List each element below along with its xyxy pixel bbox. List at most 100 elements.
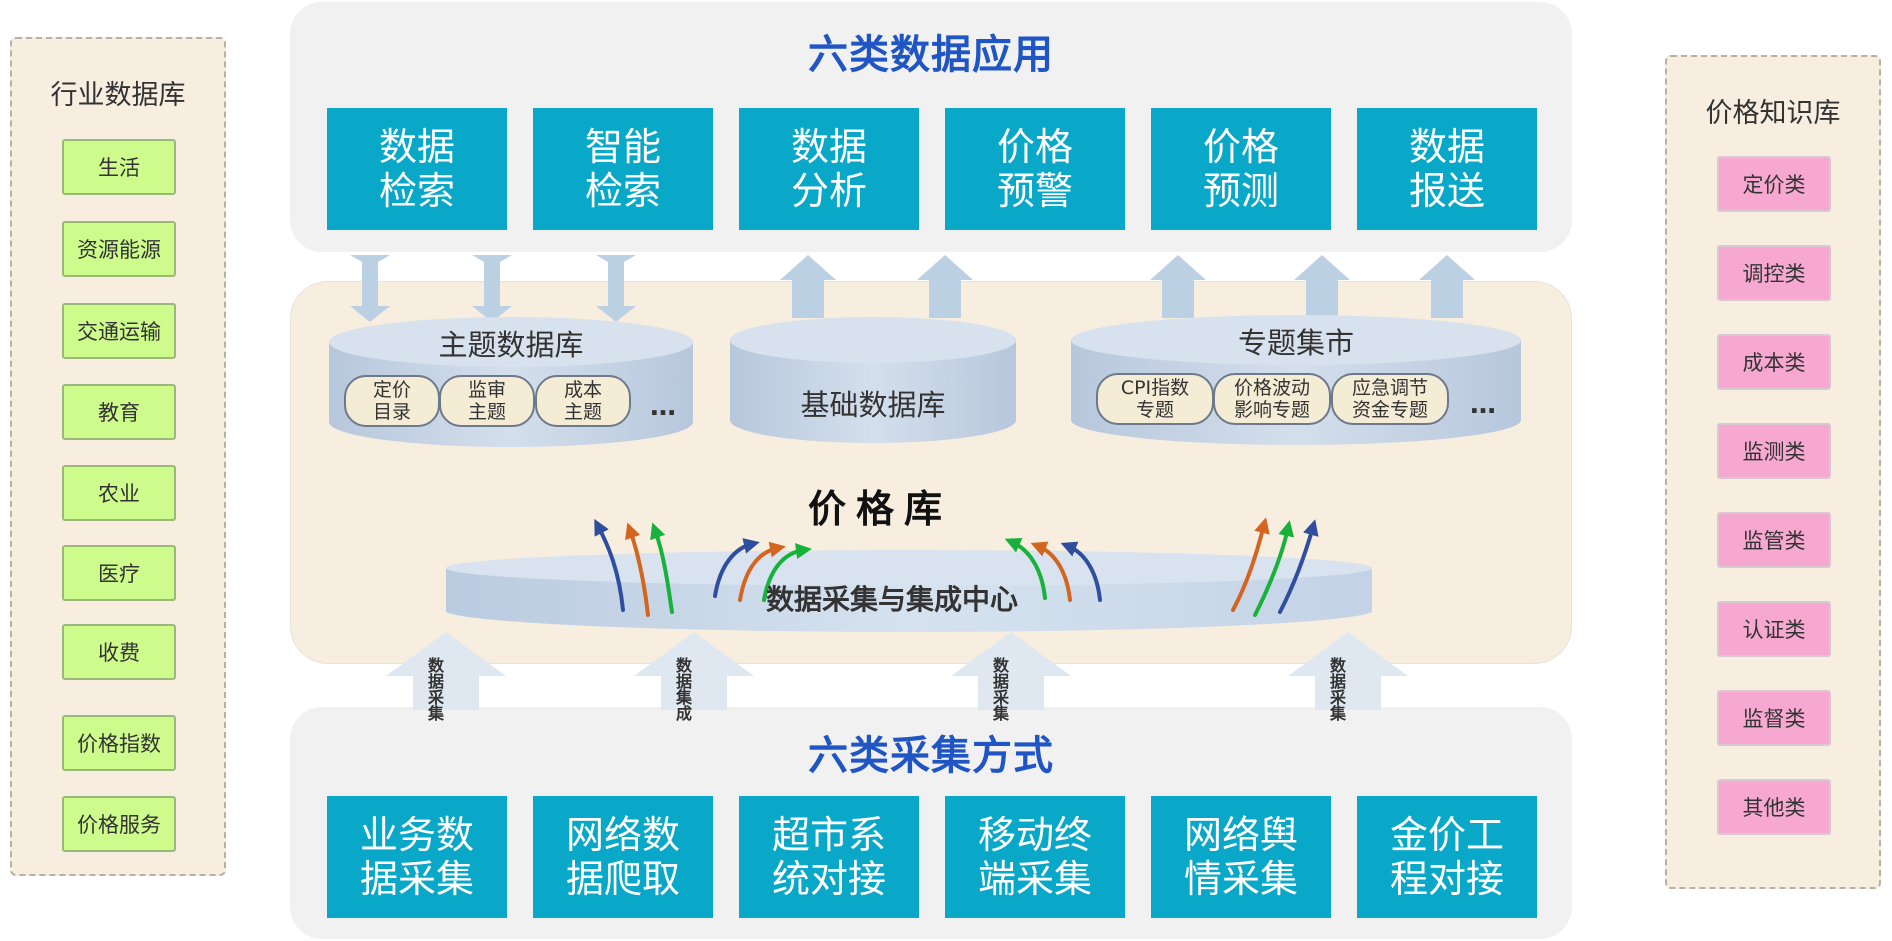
app-data-retrieval-l1: 数据 — [378, 125, 455, 169]
app-data-analysis-l1: 数据 — [790, 125, 867, 169]
up-arrow-base-2 — [917, 255, 973, 318]
data-applications-title: 六类数据应用 — [808, 32, 1054, 78]
collect-web-crawling-l2: 据爬取 — [565, 857, 680, 901]
collect-web-crawling[interactable]: 网络数据爬取 — [533, 796, 713, 918]
industry-item-agriculture[interactable]: 农业 — [62, 465, 176, 521]
app-price-forecast-l1: 价格 — [1202, 125, 1279, 169]
up-arrow-label-1-l2: 采集 — [425, 689, 444, 721]
collect-golden-price-l1: 金价工 — [1389, 813, 1504, 857]
collection-center-disc — [446, 550, 1372, 632]
up-arrow-label-3-l1: 数据 — [990, 657, 1009, 689]
base-database-cylinder — [730, 317, 1016, 443]
mart-pill-1-l2: 专题 — [1135, 399, 1174, 421]
collect-mobile-terminal-l2: 端采集 — [977, 857, 1092, 901]
mart-pill-2-l2: 影响专题 — [1233, 399, 1310, 421]
mart-pill-emergency-fund[interactable]: 应急调节资金专题 — [1331, 373, 1449, 425]
topic-pill-pricing-catalog[interactable]: 定价目录 — [344, 375, 440, 427]
industry-item-education[interactable]: 教育 — [62, 384, 176, 440]
up-arrow-label-1-l1: 数据 — [425, 657, 444, 689]
industry-item-fees[interactable]: 收费 — [62, 624, 176, 680]
up-arrow-mart-3 — [1419, 255, 1475, 318]
app-data-report-l1: 数据 — [1408, 125, 1485, 169]
collect-up-arrow-4 — [1288, 632, 1408, 710]
mart-pill-3-l1: 应急调节 — [1351, 377, 1428, 399]
topic-pill-audit-topic[interactable]: 监审主题 — [439, 375, 535, 427]
mart-pill-2-l1: 价格波动 — [1233, 377, 1310, 399]
double-arrow-1 — [350, 255, 390, 322]
topic-pill-3-l2: 主题 — [563, 401, 602, 423]
knowledge-item-cost[interactable]: 成本类 — [1717, 334, 1831, 390]
app-data-report-l2: 报送 — [1408, 169, 1485, 213]
collection-methods-title: 六类采集方式 — [808, 733, 1054, 779]
price-knowledge-title: 价格知识库 — [1705, 98, 1841, 129]
industry-item-energy[interactable]: 资源能源 — [62, 221, 176, 277]
knowledge-item-oversight[interactable]: 监督类 — [1717, 690, 1831, 746]
base-database-label: 基础数据库 — [800, 388, 946, 422]
collect-public-opinion-l2: 情采集 — [1183, 857, 1298, 901]
topic-pill-1-l2: 目录 — [372, 401, 411, 423]
mart-pill-3-l2: 资金专题 — [1351, 399, 1428, 421]
collect-supermarket-l1: 超市系 — [771, 813, 886, 857]
app-data-analysis[interactable]: 数据分析 — [739, 108, 919, 230]
collect-up-arrow-3 — [951, 632, 1071, 710]
up-arrow-mart-1 — [1150, 255, 1206, 318]
collection-center-label: 数据采集与集成中心 — [766, 583, 1019, 616]
up-arrow-label-4: 数据采集 — [1327, 657, 1346, 721]
up-arrow-label-1: 数据采集 — [425, 657, 444, 721]
topic-more-dots: … — [650, 392, 676, 422]
industry-database-panel: 行业数据库 生活 资源能源 交通运输 教育 农业 医疗 收费 价格指数 价格服务 — [10, 37, 226, 876]
price-database-title: 价格库 — [808, 487, 953, 531]
mart-pill-price-fluctuation[interactable]: 价格波动影响专题 — [1213, 373, 1331, 425]
special-mart-label: 专题集市 — [1237, 326, 1354, 360]
industry-item-price-index[interactable]: 价格指数 — [62, 715, 176, 771]
app-data-report[interactable]: 数据报送 — [1357, 108, 1537, 230]
up-arrow-label-4-l2: 采集 — [1327, 689, 1346, 721]
knowledge-item-monitoring[interactable]: 监测类 — [1717, 423, 1831, 479]
collect-business-data-l1: 业务数 — [359, 813, 474, 857]
collect-business-data-l2: 据采集 — [359, 857, 474, 901]
up-arrow-label-2-l1: 数据 — [673, 657, 692, 689]
knowledge-item-certification[interactable]: 认证类 — [1717, 601, 1831, 657]
collect-mobile-terminal[interactable]: 移动终端采集 — [945, 796, 1125, 918]
knowledge-item-other[interactable]: 其他类 — [1717, 779, 1831, 835]
knowledge-item-regulation[interactable]: 调控类 — [1717, 245, 1831, 301]
topic-pill-cost-topic[interactable]: 成本主题 — [535, 375, 631, 427]
knowledge-item-supervision[interactable]: 监管类 — [1717, 512, 1831, 568]
flow-arrows-group-4 — [1231, 517, 1319, 617]
collect-up-arrow-2 — [634, 632, 754, 710]
price-knowledge-panel: 价格知识库 定价类 调控类 成本类 监测类 监管类 认证类 监督类 其他类 — [1665, 55, 1881, 889]
industry-item-life[interactable]: 生活 — [62, 139, 176, 195]
app-price-warning-l2: 预警 — [996, 169, 1073, 213]
collect-business-data[interactable]: 业务数据采集 — [327, 796, 507, 918]
mart-pill-cpi[interactable]: CPI指数专题 — [1096, 373, 1214, 425]
collect-golden-price-project[interactable]: 金价工程对接 — [1357, 796, 1537, 918]
collect-web-crawling-l1: 网络数 — [565, 813, 680, 857]
flow-arrows-group-3 — [1004, 537, 1102, 602]
industry-item-transport[interactable]: 交通运输 — [62, 303, 176, 359]
collect-supermarket-integration[interactable]: 超市系统对接 — [739, 796, 919, 918]
app-smart-retrieval[interactable]: 智能检索 — [533, 108, 713, 230]
app-smart-retrieval-l2: 检索 — [584, 169, 661, 213]
knowledge-item-pricing[interactable]: 定价类 — [1717, 156, 1831, 212]
collect-golden-price-l2: 程对接 — [1389, 857, 1504, 901]
up-arrow-label-4-l1: 数据 — [1327, 657, 1346, 689]
app-data-retrieval[interactable]: 数据检索 — [327, 108, 507, 230]
industry-database-title: 行业数据库 — [50, 80, 186, 111]
app-price-forecast[interactable]: 价格预测 — [1151, 108, 1331, 230]
collect-public-opinion[interactable]: 网络舆情采集 — [1151, 796, 1331, 918]
app-price-forecast-l2: 预测 — [1202, 169, 1279, 213]
app-price-warning-l1: 价格 — [996, 125, 1073, 169]
industry-item-medical[interactable]: 医疗 — [62, 545, 176, 601]
industry-item-price-service[interactable]: 价格服务 — [62, 796, 176, 852]
app-price-warning[interactable]: 价格预警 — [945, 108, 1125, 230]
mart-more-dots: … — [1470, 390, 1496, 420]
up-arrow-base-1 — [780, 255, 836, 318]
up-arrow-label-3-l2: 采集 — [990, 689, 1009, 721]
double-arrow-3 — [596, 255, 636, 322]
topic-pill-3-l1: 成本 — [563, 379, 602, 401]
flow-arrows-group-2 — [713, 538, 812, 602]
up-arrow-mart-2 — [1294, 255, 1350, 318]
app-data-retrieval-l2: 检索 — [378, 169, 455, 213]
double-arrow-2 — [472, 255, 512, 322]
